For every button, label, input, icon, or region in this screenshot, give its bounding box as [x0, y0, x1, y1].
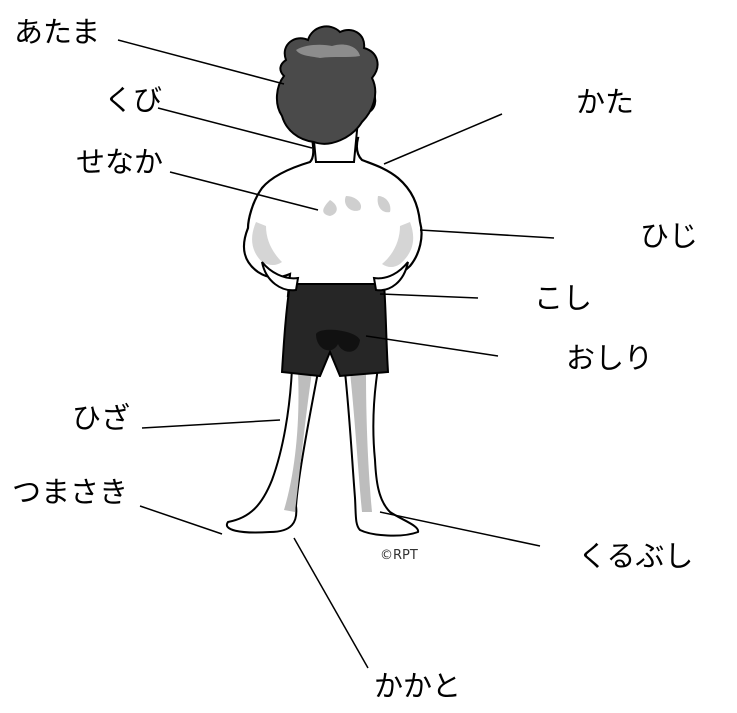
label-kurubushi: くるぶし — [578, 539, 694, 573]
line-senaka — [169, 171, 319, 211]
line-kakato — [293, 537, 369, 669]
label-kata: かた — [576, 85, 635, 119]
line-hiji — [419, 229, 555, 239]
line-oshiri — [365, 335, 499, 357]
hands — [261, 261, 409, 292]
head — [276, 25, 379, 145]
line-tsumasaki — [139, 505, 223, 535]
line-koshi — [379, 293, 479, 299]
shorts — [280, 283, 390, 378]
label-oshiri: おしり — [566, 341, 654, 375]
copyright-mark: ©RPT — [380, 548, 418, 563]
line-hiza — [141, 419, 281, 429]
legs — [225, 366, 420, 537]
label-kubi: くび — [104, 83, 163, 117]
torso — [242, 136, 423, 298]
leader-lines — [117, 39, 555, 669]
line-kata — [383, 113, 503, 165]
line-atama — [117, 39, 285, 85]
label-kakato: かかと — [374, 669, 462, 703]
label-hiza: ひざ — [72, 401, 131, 435]
line-kubi — [157, 107, 313, 149]
label-senaka: せなか — [76, 145, 164, 179]
label-koshi: こし — [534, 281, 593, 315]
line-kurubushi — [379, 511, 541, 547]
label-hiji: ひじ — [640, 219, 699, 253]
label-atama: あたま — [14, 15, 101, 49]
label-tsumasaki: つまさき — [12, 475, 129, 509]
